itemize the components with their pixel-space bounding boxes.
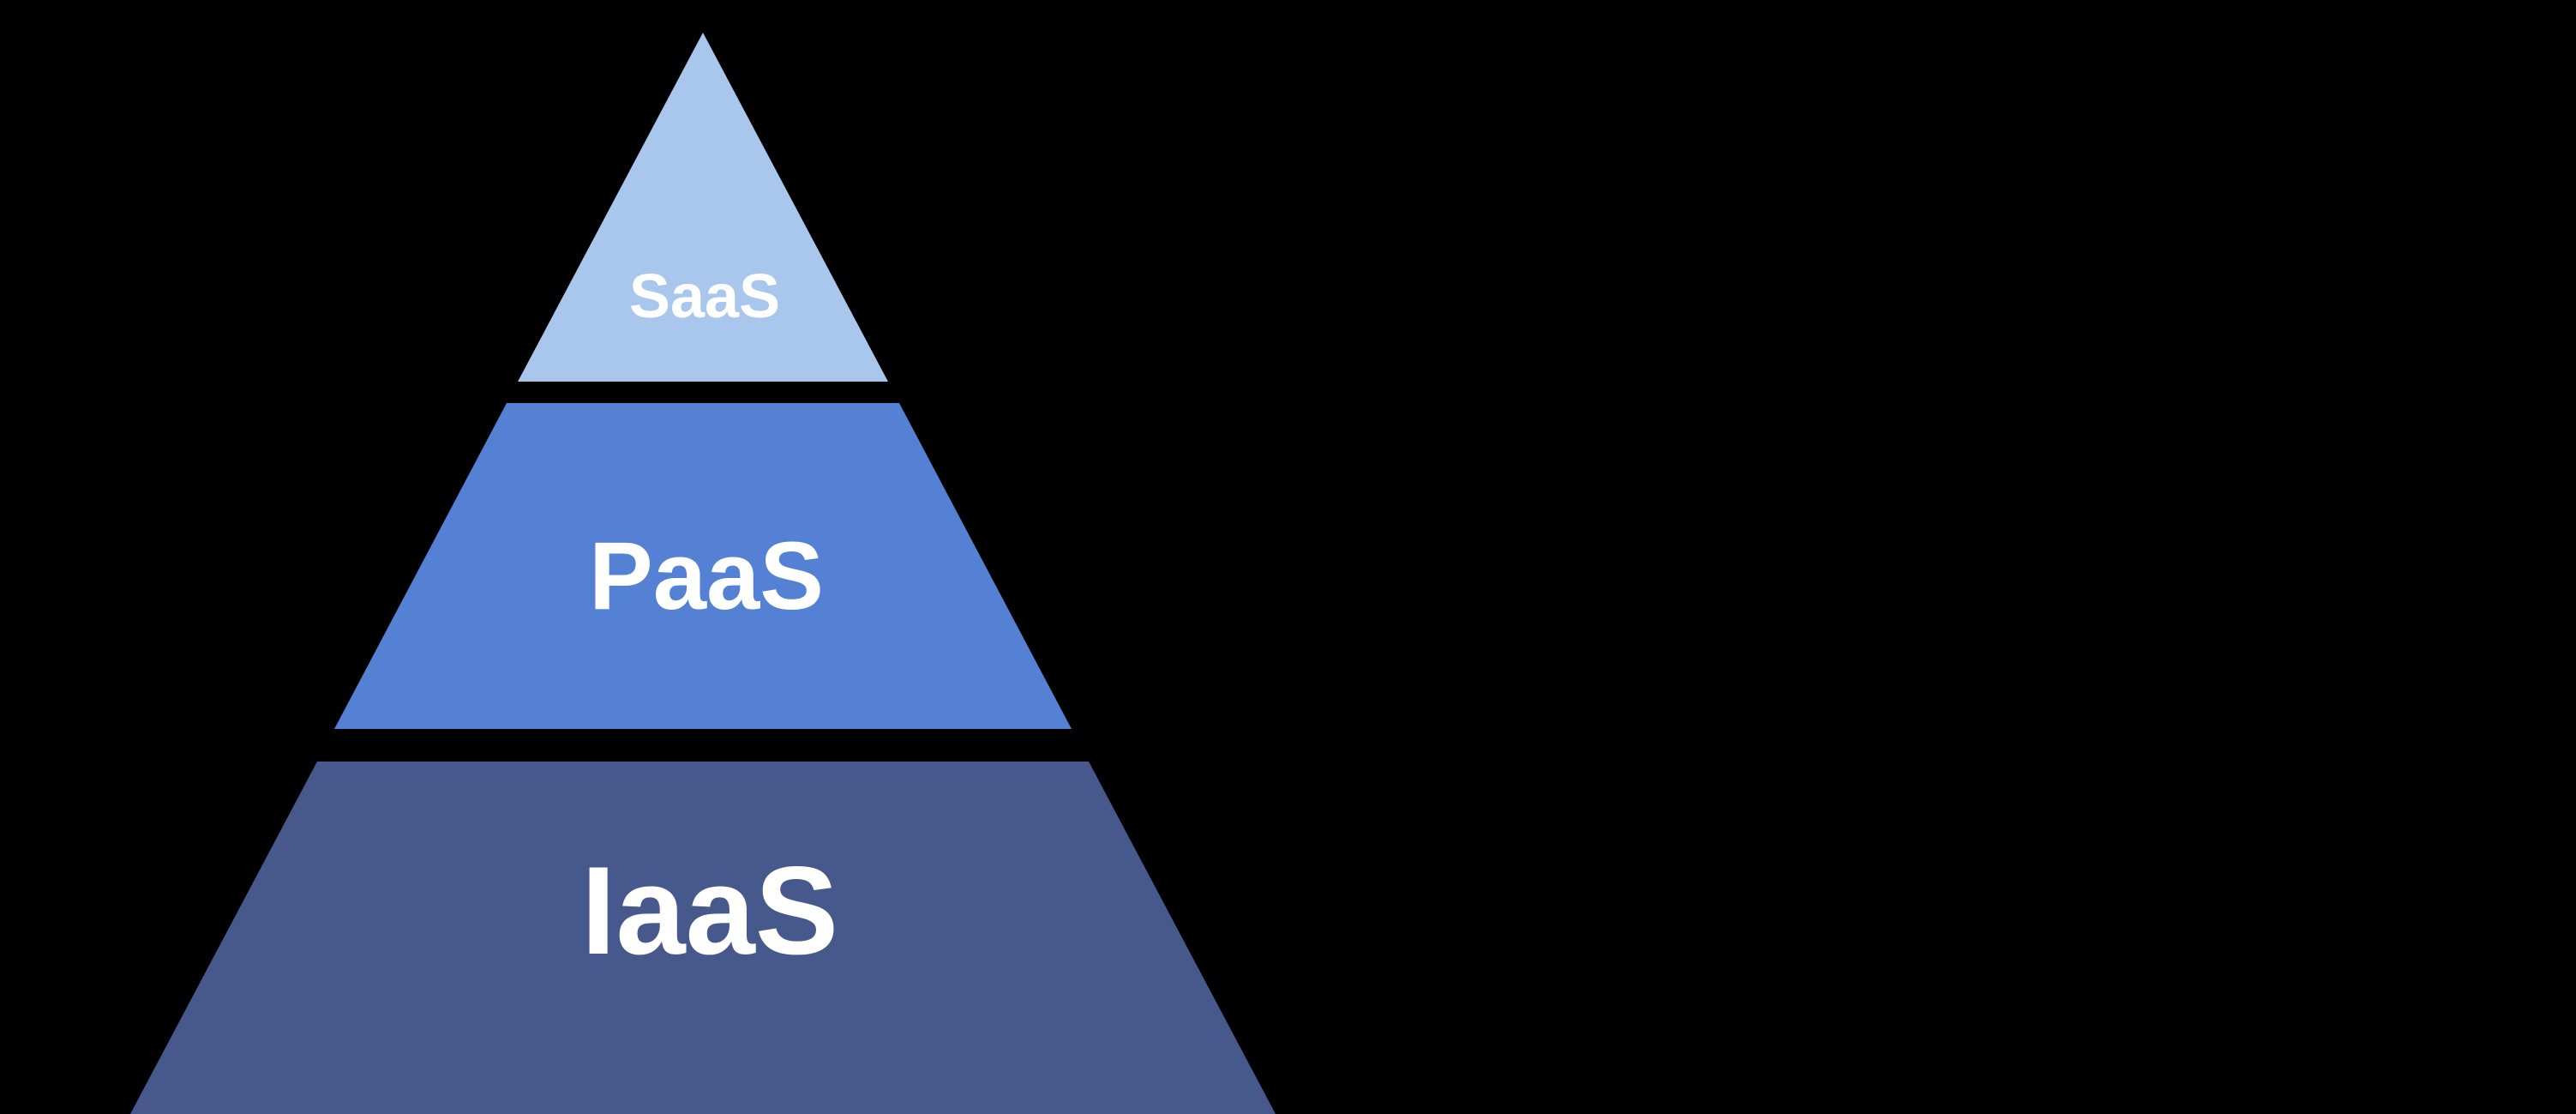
pyramid-label-saas: SaaS — [629, 262, 780, 331]
pyramid-layer-paas — [334, 403, 1072, 729]
pyramid-layer-iaas — [130, 762, 1276, 1114]
pyramid-label-paas: PaaS — [589, 522, 824, 629]
pyramid-layer-saas — [518, 33, 888, 382]
pyramid-label-iaas: IaaS — [581, 840, 838, 980]
